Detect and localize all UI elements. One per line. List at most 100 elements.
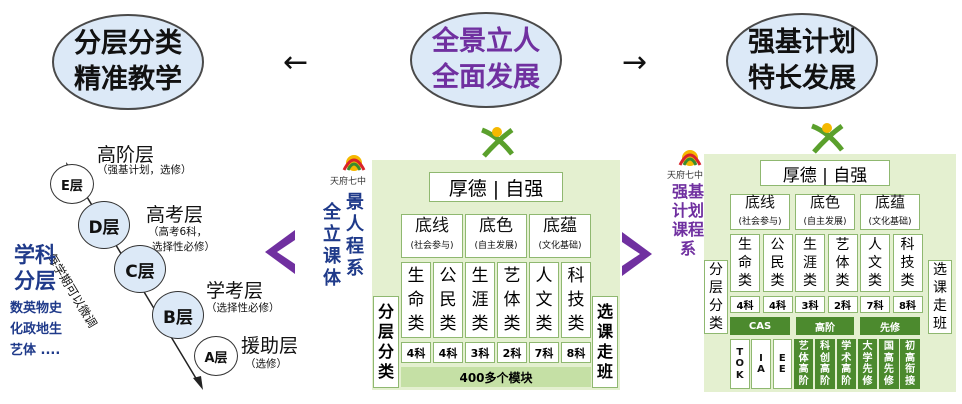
label-char: 立 [323, 224, 341, 245]
subject-layer-title: 学科 分层 [14, 242, 56, 294]
right-category: 公民类 [762, 234, 793, 292]
oval-text: 分层分类 [74, 28, 182, 59]
oval-text: 精准教学 [74, 64, 182, 95]
right-bottom-cell: 大学先修 [857, 339, 878, 389]
label-char: 体 [323, 268, 341, 289]
logo-text: 天府七中 [330, 177, 367, 187]
label-char: 景 [346, 192, 364, 213]
right-category: 人文类 [860, 234, 890, 292]
pillar-sub: (社会参与) [738, 217, 782, 227]
pillar-name: 底蕴 [874, 193, 905, 211]
right-count: 7科 [860, 296, 890, 313]
label-line: 系 [679, 239, 696, 258]
right-category: 科技类 [892, 234, 923, 292]
layer-sub-d: 选择性必修） [152, 241, 215, 253]
pillar-sub: (自主发展) [803, 217, 847, 227]
right-bottom-cell: 艺体高阶 [793, 339, 814, 389]
right-category: 生命类 [730, 234, 760, 292]
right-top-box: 厚德 | 自强 [760, 160, 890, 186]
right-bottom-cell: 初高衔接 [900, 339, 920, 389]
right-pillar: 底线 (社会参与) [730, 193, 790, 230]
center-top-box: 厚德 | 自强 [429, 172, 563, 202]
oval-text: 全面发展 [432, 62, 540, 93]
layer-title-a: 援助层 [241, 335, 299, 357]
layer-circle-a: A层 [194, 336, 238, 376]
pillar-sub: (自主发展) [474, 241, 518, 251]
center-category: 艺体类 [497, 262, 527, 338]
right-bottom-cell: 科创高阶 [815, 339, 835, 389]
center-modules: 400多个模块 [401, 367, 591, 387]
emblem-icon [811, 123, 844, 154]
right-curriculum-label: 强基 计划 课程 系 [666, 182, 710, 258]
center-count: 4科 [433, 342, 463, 363]
center-count: 2科 [497, 342, 527, 363]
pillar-sub: (社会参与) [410, 241, 454, 251]
label-char: 人 [346, 214, 364, 235]
row-label-advanced: 高阶 [796, 317, 854, 335]
right-right-label: 选课走班 [928, 260, 952, 334]
right-left-label: 分层分类 [704, 260, 728, 334]
subject-line: 化政地生 [10, 322, 63, 337]
label-line: 强基 [671, 182, 704, 201]
center-count: 8科 [561, 342, 591, 363]
pillar-sub: (文化基础) [868, 217, 912, 227]
school-logo-icon [678, 150, 702, 166]
center-category: 科技类 [561, 262, 591, 338]
right-count: 8科 [892, 296, 923, 313]
right-count: 3科 [795, 296, 825, 313]
oval-all-round-development: 全景立人 全面发展 [410, 12, 562, 108]
layer-sub-d: （高考6科， [148, 226, 208, 238]
school-logo-icon [342, 155, 366, 171]
center-pillar: 底色 (自主发展) [465, 214, 527, 258]
layer-sub-a: （选修） [245, 358, 287, 370]
layer-title-e: 高阶层 [97, 144, 155, 166]
center-category: 生命类 [401, 262, 431, 338]
layer-circle-b: B层 [152, 291, 204, 339]
chevron-right-icon [622, 232, 652, 276]
layer-circle-c: C层 [114, 245, 166, 293]
logo-text: 天府七中 [667, 171, 704, 181]
label-char: 全 [323, 202, 341, 223]
label-line: 课程 [671, 220, 704, 239]
center-left-label: 分层分类 [373, 296, 399, 388]
right-category: 生涯类 [795, 234, 825, 292]
center-count: 4科 [401, 342, 431, 363]
arrow-left-icon: ← [283, 45, 309, 80]
layer-circle-e: E层 [50, 164, 94, 204]
right-category: 艺体类 [827, 234, 858, 292]
right-pillar: 底蕴 (文化基础) [860, 193, 920, 230]
subject-line: 艺体 .... [10, 343, 61, 358]
label-char: 程 [346, 236, 364, 257]
center-category: 人文类 [529, 262, 559, 338]
center-category: 生涯类 [465, 262, 495, 338]
chevron-left-icon [265, 230, 295, 274]
pillar-name: 底线 [744, 193, 775, 211]
right-bottom-cell: 学术高阶 [836, 339, 856, 389]
right-count: 4科 [762, 296, 793, 313]
right-count: 4科 [730, 296, 760, 313]
oval-text: 特长发展 [748, 63, 856, 94]
pillar-sub: (文化基础) [538, 241, 582, 251]
layer-title-b: 学考层 [206, 280, 264, 302]
subject-list: 数英物史 化政地生 艺体 .... [10, 298, 62, 361]
subject-layer-title-line: 学科 [14, 243, 56, 267]
layer-sub-b: （选择性必修） [206, 302, 280, 314]
center-count: 7科 [529, 342, 559, 363]
pillar-name: 底蕴 [543, 216, 577, 236]
emblem-icon [481, 127, 514, 158]
oval-text: 强基计划 [748, 27, 856, 58]
center-right-label: 选课走班 [592, 296, 618, 388]
layer-title-d: 高考层 [146, 204, 204, 226]
subject-line: 数英物史 [10, 301, 63, 316]
oval-layered-teaching: 分层分类 精准教学 [52, 14, 204, 110]
pillar-name: 底色 [479, 216, 513, 236]
row-label-preparatory: 先修 [860, 317, 920, 335]
pillar-name: 底线 [415, 216, 449, 236]
center-category: 公民类 [433, 262, 463, 338]
right-pillar: 底色 (自主发展) [795, 193, 855, 230]
center-count: 3科 [465, 342, 495, 363]
subject-layer-title-line: 分层 [14, 269, 56, 293]
